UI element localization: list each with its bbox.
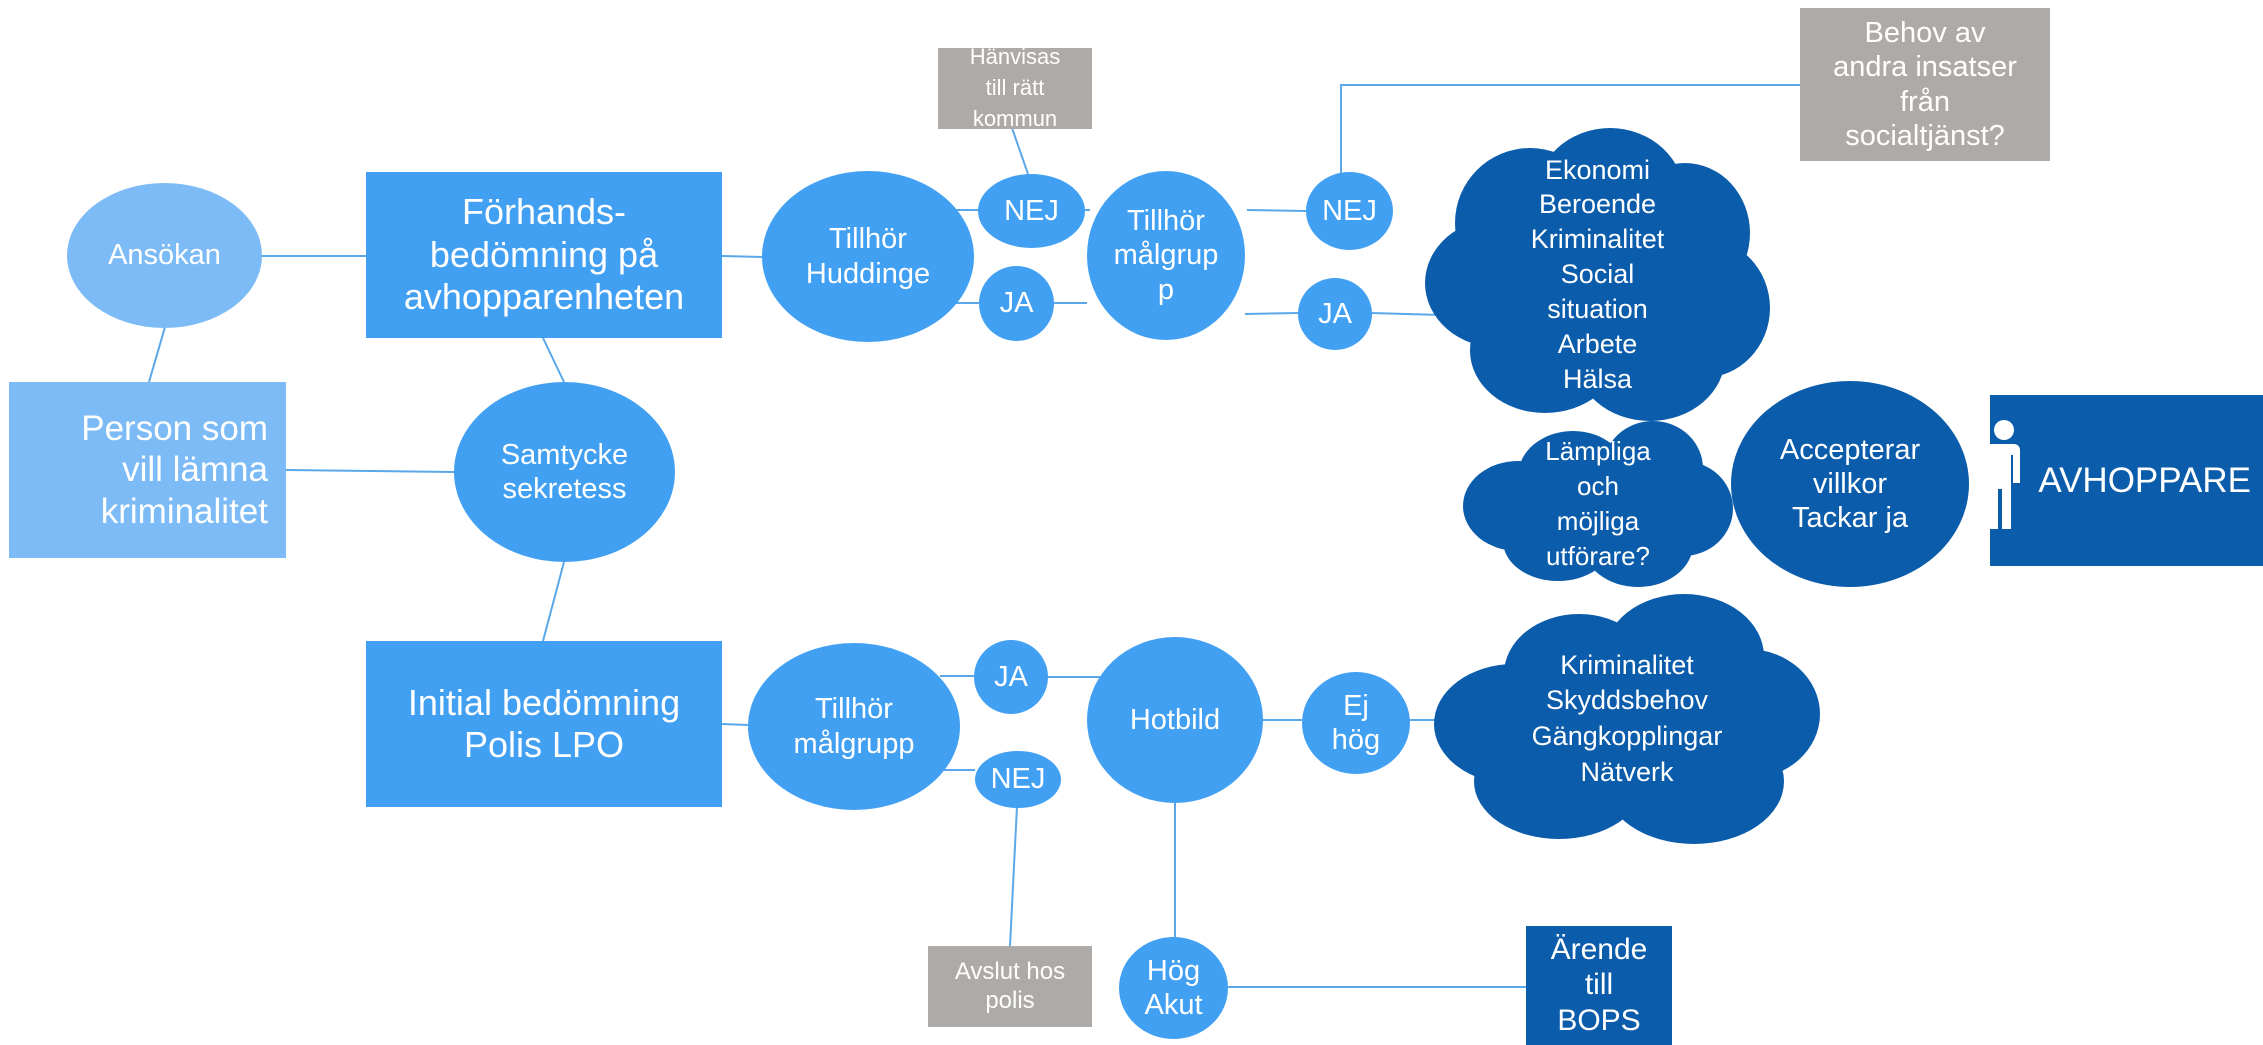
needs-cloud-label: Ekonomi Beroende Kriminalitet Social sit… (1530, 154, 1665, 394)
forhandsbedomning-label: Förhands- bedömning på avhopparenheten (403, 191, 685, 318)
ja-top1-label: JA (999, 287, 1034, 320)
ansokan-label: Ansökan (108, 239, 221, 272)
behov-andra-insatser-label: Behov av andra insatser från socialtjäns… (1833, 17, 2017, 152)
ja-top2-node: JA (1298, 278, 1372, 350)
tillhor-malgrupp-top-label: Tillhör målgrup p (1113, 205, 1219, 306)
needs-cloud: Ekonomi Beroende Kriminalitet Social sit… (1425, 128, 1770, 421)
tillhor-huddinge-label: Tillhör Huddinge (805, 223, 931, 290)
person-icon (1990, 420, 2020, 529)
nej-top1-node: NEJ (978, 174, 1085, 248)
avslut-polis-box: Avslut hos polis (928, 946, 1092, 1027)
tillhor-huddinge-node: Tillhör Huddinge (762, 171, 974, 342)
samtycke-label: Samtycke sekretess (500, 438, 629, 505)
accepterar-node: Accepterar villkor Tackar ja (1731, 381, 1969, 587)
person-icon (36, 793, 80, 912)
hanvisas-label: Hänvisas till rätt kommun (969, 48, 1061, 129)
behov-andra-insatser-box: Behov av andra insatser från socialtjäns… (1800, 8, 2050, 161)
threat-cloud: Kriminalitet Skyddsbehov Gängkopplingar … (1434, 594, 1820, 844)
avhoppare-box: AVHOPPARE (1990, 395, 2263, 566)
arende-bops-box: Ärende till BOPS (1526, 926, 1672, 1045)
arende-bops-label: Ärende till BOPS (1550, 933, 1648, 1037)
edge-person-samtycke (285, 469, 455, 473)
ansokan-node: Ansökan (67, 183, 262, 328)
ej-hog-label: Ej hög (1331, 689, 1381, 756)
edge-forhands-samtycke (542, 337, 565, 383)
threat-cloud-label: Kriminalitet Skyddsbehov Gängkopplingar … (1531, 649, 1723, 787)
accepterar-label: Accepterar villkor Tackar ja (1779, 433, 1921, 535)
person-label: Person som vill lämna kriminalitet (81, 409, 268, 531)
nej-top2-label: NEJ (1322, 194, 1377, 227)
nej-top1-label: NEJ (1004, 194, 1059, 227)
ej-hog-node: Ej hög (1302, 672, 1410, 774)
ja-bottom-label: JA (994, 660, 1028, 693)
nej-top2-node: NEJ (1306, 172, 1393, 250)
utforare-cloud: Lämpliga och möjliga utförare? (1463, 421, 1733, 587)
tillhor-malgrupp-bottom-label: Tillhör målgrupp (793, 693, 915, 760)
edge-samtycke-initial (542, 561, 565, 642)
nej-bottom-label: NEJ (990, 763, 1046, 796)
avhoppare-label: AVHOPPARE (2038, 460, 2251, 500)
edge-malgrupp-ja2 (1244, 312, 1299, 315)
edge-ja2-cloud (1370, 312, 1443, 316)
tillhor-malgrupp-bottom-node: Tillhör målgrupp (748, 643, 960, 810)
hog-akut-label: Hög Akut (1144, 954, 1203, 1021)
ja-bottom-node: JA (974, 640, 1048, 714)
tillhor-malgrupp-top-node: Tillhör målgrup p (1087, 171, 1245, 340)
person-box: Person som vill lämna kriminalitet (9, 382, 286, 912)
edge-malgrupp-nej2 (1246, 209, 1307, 212)
hog-akut-node: Hög Akut (1119, 937, 1228, 1039)
utforare-cloud-label: Lämpliga och möjliga utförare? (1545, 435, 1651, 572)
edge-ansokan-person (148, 326, 166, 383)
edge-nej1-hanvisas (1011, 127, 1029, 175)
initial-bedomning-box: Initial bedömning Polis LPO (366, 641, 722, 807)
forhandsbedomning-box: Förhands- bedömning på avhopparenheten (366, 172, 722, 338)
hotbild-label: Hotbild (1129, 703, 1221, 736)
ja-top1-node: JA (979, 266, 1054, 341)
avslut-polis-label: Avslut hos polis (954, 958, 1066, 1014)
nej-bottom-node: NEJ (975, 751, 1061, 808)
hanvisas-box: Hänvisas till rätt kommun (938, 48, 1092, 129)
edge-initial-malgrupp-bottom (721, 723, 749, 726)
edge-nej-avslut (1009, 805, 1018, 947)
ja-top2-label: JA (1318, 297, 1352, 330)
samtycke-node: Samtycke sekretess (454, 382, 675, 562)
edge-nej2-behov (1340, 84, 1800, 176)
edge-forhands-huddinge (721, 255, 763, 258)
initial-bedomning-label: Initial bedömning Polis LPO (407, 681, 681, 765)
hotbild-node: Hotbild (1087, 637, 1263, 803)
